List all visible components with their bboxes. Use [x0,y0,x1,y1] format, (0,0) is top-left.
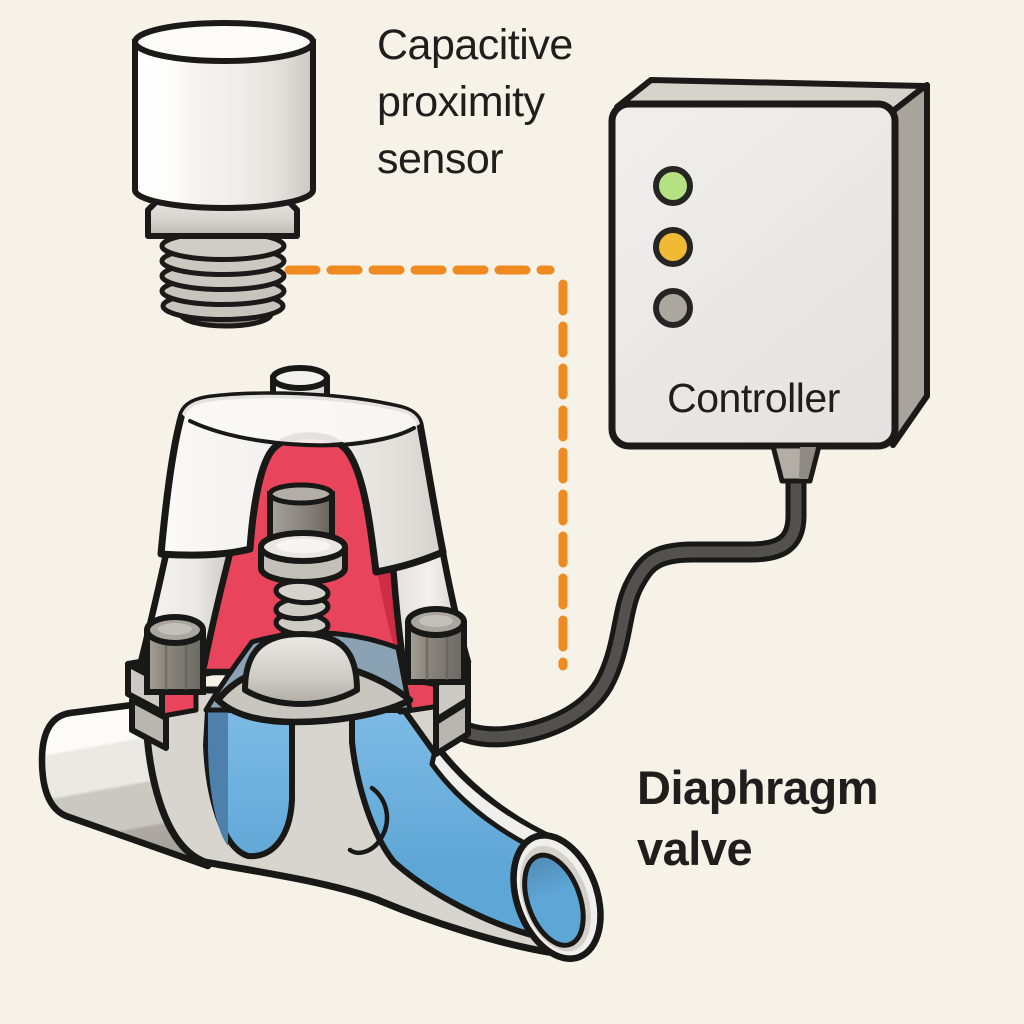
green-led [653,166,693,206]
diaphragm [214,631,414,726]
valve-label: Diaphragm valve [637,757,879,879]
fluid-meniscus-line [347,785,390,855]
controller-connector-shade [799,447,816,479]
sensor-label: Capacitive proximity sensor [377,17,573,188]
left-flange-bolt [144,614,206,695]
controller-cable [442,459,807,748]
cable-core [447,464,802,743]
controller-box [608,77,930,484]
sensor-top-face [132,20,316,64]
pipe-open-end [510,832,604,962]
controller-label: Controller [667,375,840,421]
sensor-label-line2: proximity [377,78,545,126]
signal-dashed-line [284,265,568,671]
fluid-channel-left-shadow [208,712,228,846]
right-flange-bolt [405,606,467,685]
sensor-label-line3: sensor [377,135,504,183]
gray-led [653,288,693,328]
sensor-label-line1: Capacitive [377,21,573,69]
stem-washer [258,530,348,586]
valve-label-line2: valve [637,822,753,875]
sensor-body [132,39,316,211]
amber-led [653,227,693,267]
valve-label-line1: Diaphragm [637,761,879,814]
diaphragm-valve-illustration [38,365,604,962]
sensor-threads [159,230,287,329]
dome-top-face [182,394,420,444]
proximity-sensor-illustration [132,20,316,329]
pipe-open-end-fluid [522,852,586,948]
dome-crease-line [188,419,416,448]
